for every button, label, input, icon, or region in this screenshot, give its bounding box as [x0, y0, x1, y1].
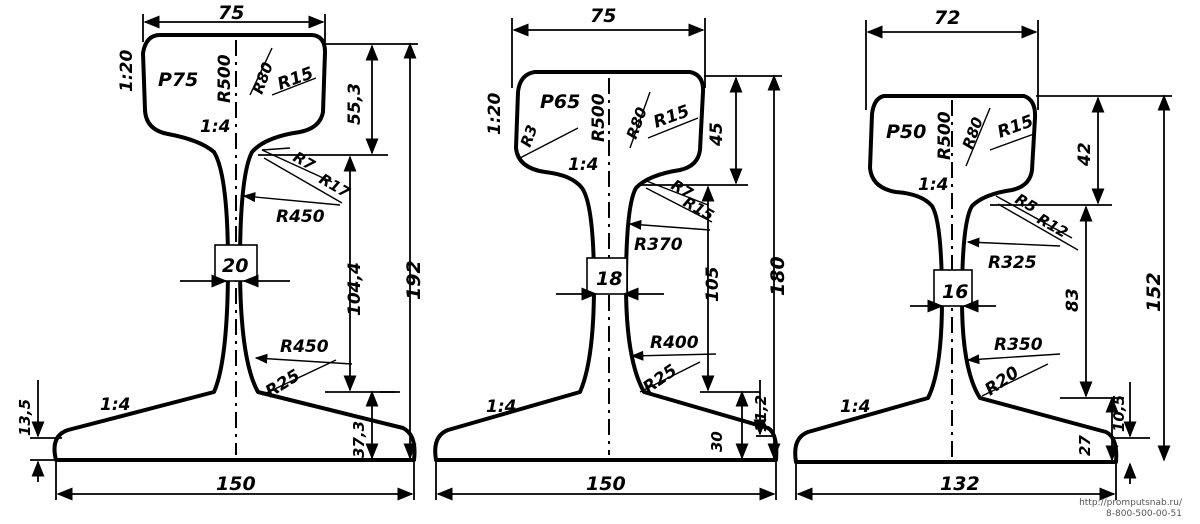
rail-p50-web-thickness: 16 [942, 281, 968, 303]
rail-p75-r-neck1: R7 [290, 148, 319, 175]
rail-p65-r-web-top: R370 [634, 235, 683, 255]
rail-p50-head-width: 72 [934, 7, 960, 29]
rail-p75-foot-height: 37,3 [350, 421, 368, 458]
rail-p75-slope-top: 1:20 [117, 50, 137, 92]
rail-p75-head-width: 75 [218, 2, 244, 24]
rail-p65-r-head: R500 [589, 93, 609, 142]
rail-p65-foot-edge: 11,2 [752, 395, 770, 432]
rail-p65: 75 1:20 R3 Р65 R500 R80 R15 1:4 45 R7 R1… [433, 5, 789, 501]
rail-p75-slope-base: 1:4 [100, 395, 130, 415]
rail-p75-web-height: 104,4 [345, 262, 365, 316]
rail-p65-base-width: 150 [586, 473, 626, 495]
rail-p65-r-neck2: R15 [680, 193, 717, 225]
rail-p65-slope-base: 1:4 [486, 397, 516, 417]
footer-phone: 8-800-500-00-51 [1106, 509, 1182, 519]
rail-p75-slope-head: 1:4 [200, 117, 230, 137]
rail-p50-r-web-top: R325 [988, 253, 1037, 273]
rail-p75-name: Р75 [158, 69, 198, 91]
rail-p75-total-height: 192 [403, 260, 425, 300]
rail-p65-web-thickness: 18 [596, 268, 622, 290]
rail-p50-r-head: R500 [935, 111, 955, 160]
rail-p50-total-height: 152 [1143, 272, 1165, 312]
rail-p65-slope-top: 1:20 [485, 93, 505, 135]
rail-p65-web-height: 105 [703, 267, 723, 303]
rail-p65-head-width: 75 [590, 5, 616, 27]
rail-p50-r-neck1: R5 [1012, 190, 1040, 217]
rail-p75-r-web-bottom: R450 [280, 337, 329, 357]
footer-site[interactable]: http://promputsnab.ru/ [1079, 498, 1182, 508]
rail-p75: 75 1:20 Р75 R500 R80 R15 1:4 55,3 R7 R17… [16, 2, 425, 501]
rail-p50-slope-base: 1:4 [840, 397, 870, 417]
rail-p50-foot-height: 27 [1076, 435, 1094, 456]
rail-p65-name: Р65 [540, 91, 580, 113]
rail-p65-r-web-bottom: R400 [650, 333, 699, 353]
rail-p75-r-neck2: R17 [316, 170, 354, 202]
rail-p50-r-fillet: R20 [981, 363, 1023, 401]
rail-p50-slope-head: 1:4 [918, 175, 948, 195]
rail-p50-head-height: 42 [1075, 142, 1095, 167]
rail-p75-head-height: 55,3 [345, 83, 365, 125]
rail-p75-foot-edge: 13,5 [16, 399, 34, 436]
rail-p75-web-thickness: 20 [222, 255, 248, 277]
rail-p65-foot-height: 30 [708, 431, 726, 452]
rail-p75-r-head: R500 [215, 54, 235, 103]
rail-p50-r-neck2: R12 [1034, 210, 1071, 242]
rail-p50-base-width: 132 [940, 473, 980, 495]
rail-p65-total-height: 180 [767, 256, 789, 296]
footer-contacts: http://promputsnab.ru/ 8-800-500-00-51 [1079, 498, 1182, 520]
rail-p75-r-web-top: R450 [276, 207, 325, 227]
rail-p50: 72 Р50 R500 R80 R15 1:4 42 R5 R12 R325 1… [793, 7, 1172, 501]
rail-p50-r-web-bottom: R350 [994, 335, 1043, 355]
rail-p50-web-height: 83 [1063, 288, 1083, 312]
rail-p75-base-width: 150 [216, 473, 256, 495]
rail-p50-name: Р50 [886, 121, 926, 143]
rail-p65-head-height: 45 [707, 122, 727, 147]
rail-p65-slope-head: 1:4 [568, 155, 598, 175]
